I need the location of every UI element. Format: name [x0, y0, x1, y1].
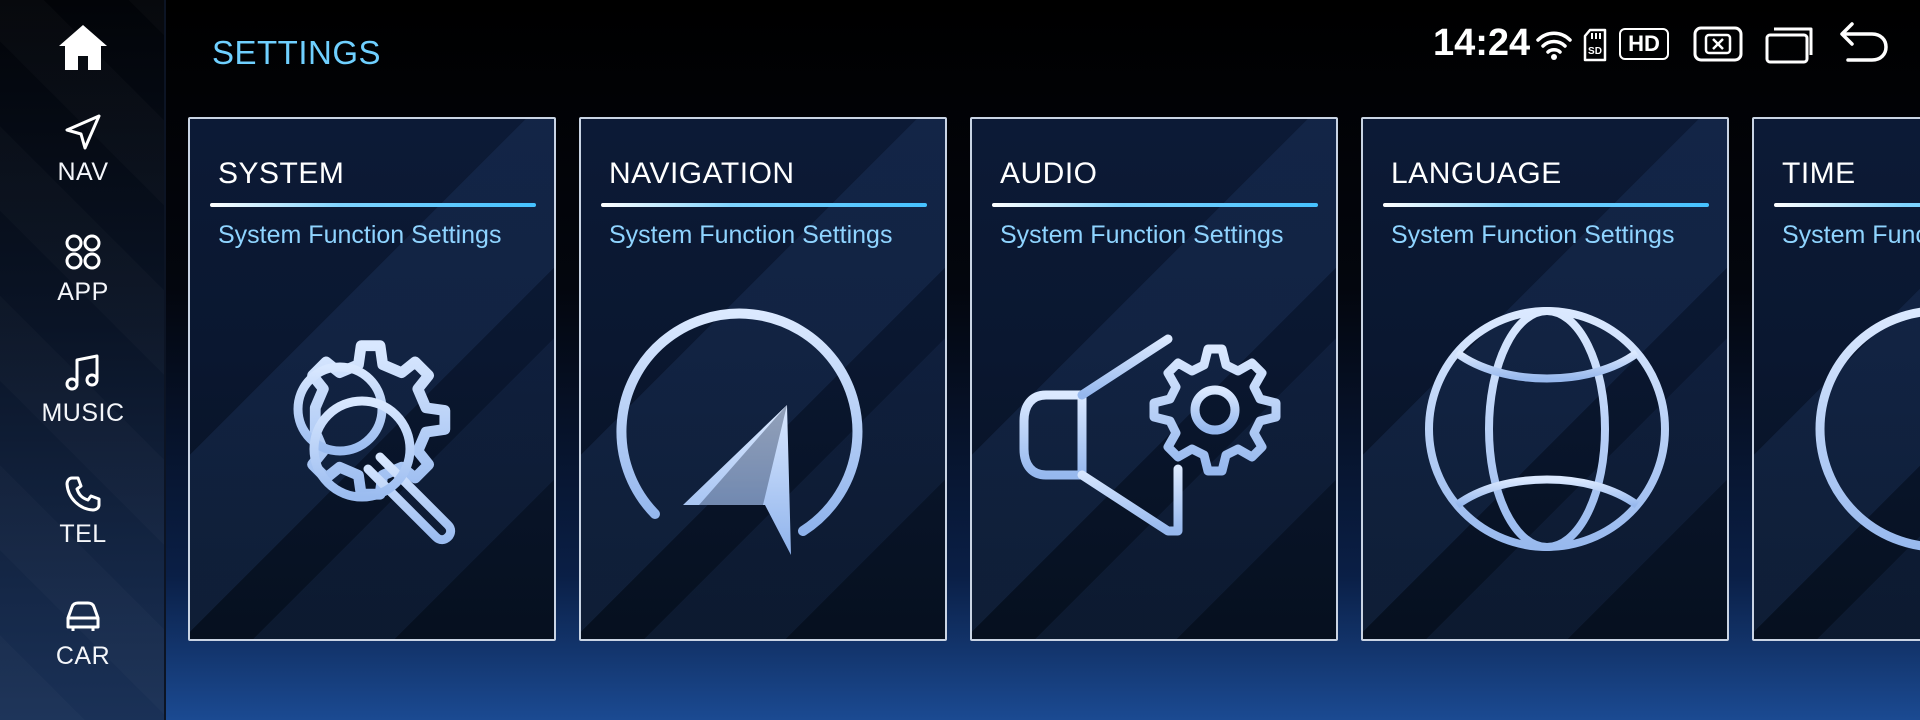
sidebar-label-car: CAR: [55, 642, 111, 670]
hd-badge: HD: [1619, 28, 1669, 60]
card-subtitle: System Function Settings: [218, 221, 502, 249]
card-navigation[interactable]: NAVIGATION System Function Settings: [579, 117, 947, 641]
card-title: AUDIO: [1000, 157, 1098, 190]
sidebar-item-music[interactable]: MUSIC: [0, 353, 166, 428]
card-underline: [601, 203, 927, 207]
close-screen-button[interactable]: [1693, 26, 1743, 62]
app-grid-icon: [65, 234, 101, 270]
card-title: TIME: [1782, 157, 1856, 190]
sidebar-item-home[interactable]: [0, 20, 166, 74]
sidebar-label-tel: TEL: [59, 520, 107, 548]
card-system[interactable]: SYSTEM System Function Settings: [188, 117, 556, 641]
card-underline: [1774, 203, 1920, 207]
phone-icon: [65, 476, 101, 512]
page-title: SETTINGS: [212, 34, 382, 71]
gear-wrench-icon: [293, 340, 456, 545]
sidebar-item-car[interactable]: CAR: [0, 596, 166, 671]
sd-card-icon: SD: [1583, 28, 1607, 62]
sidebar-label-nav: NAV: [57, 158, 109, 186]
card-language[interactable]: LANGUAGE System Function Settings: [1361, 117, 1729, 641]
sidebar-item-tel[interactable]: TEL: [0, 474, 166, 549]
sidebar-label-app: APP: [57, 278, 109, 306]
navigation-arrow-icon: [65, 114, 101, 150]
card-subtitle: System Function Settings: [609, 221, 893, 249]
svg-text:SD: SD: [1588, 46, 1602, 57]
card-time[interactable]: TIME System Function Settings: [1752, 117, 1920, 641]
clock-icon: [1815, 307, 1920, 551]
card-underline: [992, 203, 1318, 207]
wifi-icon: [1536, 31, 1572, 60]
status-clock: 14:24: [1433, 22, 1531, 64]
multi-window-button[interactable]: [1765, 26, 1815, 64]
compass-icon: [616, 308, 863, 555]
card-underline: [1383, 203, 1709, 207]
card-title: LANGUAGE: [1391, 157, 1562, 190]
card-subtitle: System Function Settings: [1391, 221, 1675, 249]
sidebar-label-music: MUSIC: [41, 399, 125, 427]
music-note-icon: [65, 354, 99, 391]
card-underline: [210, 203, 536, 207]
sidebar-item-nav[interactable]: NAV: [0, 112, 166, 187]
sidebar: NAV APP MUSIC TEL: [0, 0, 166, 720]
card-subtitle: System Function Settings: [1782, 221, 1920, 249]
speaker-gear-icon: [1019, 334, 1281, 536]
home-icon: [59, 25, 107, 70]
sidebar-item-app[interactable]: APP: [0, 232, 166, 307]
globe-icon: [1425, 307, 1669, 551]
car-icon: [66, 601, 100, 631]
back-button[interactable]: [1838, 20, 1890, 64]
card-title: SYSTEM: [218, 157, 345, 190]
card-subtitle: System Function Settings: [1000, 221, 1284, 249]
card-audio[interactable]: AUDIO System Function Settings: [970, 117, 1338, 641]
card-title: NAVIGATION: [609, 157, 795, 190]
